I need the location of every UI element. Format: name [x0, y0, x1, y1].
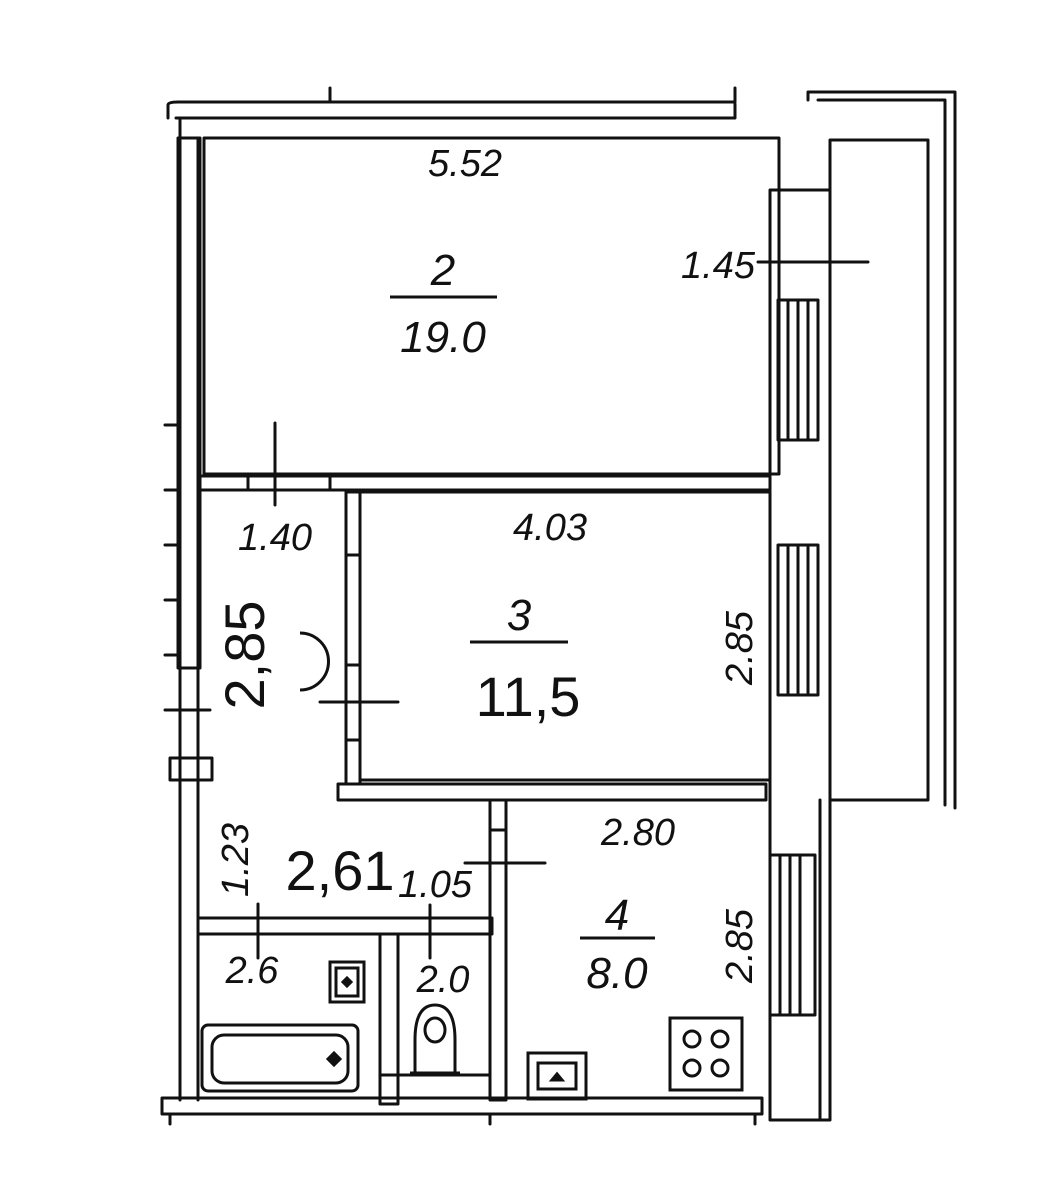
hall-bath-width-dim: 1.05	[398, 864, 473, 906]
room-3-width-dim: 4.03	[513, 507, 587, 549]
room-4-number: 4	[605, 891, 629, 940]
fixtures	[200, 631, 744, 1101]
toilet-icon	[413, 1003, 457, 1073]
outer-wall-top	[166, 86, 737, 120]
balcony-width-dim: 1.45	[681, 245, 756, 287]
room-3-area: 11,5	[476, 665, 581, 728]
hall-depth-dim: 1.23	[215, 823, 257, 897]
kitchen-depth-dim: 2.85	[719, 908, 761, 984]
room-4-area: 8.0	[586, 949, 648, 998]
balcony-outline	[828, 138, 930, 802]
bath-sink-icon	[328, 960, 366, 1004]
outer-wall-bottom	[160, 1096, 764, 1116]
room-3-depth-dim: 2.85	[719, 610, 761, 686]
meter-icon	[299, 631, 330, 692]
corridor-width-dim: 1.40	[238, 517, 312, 559]
corridor-area: 2,61	[286, 839, 395, 902]
room-3-number: 3	[507, 591, 532, 640]
room-2-number: 2	[430, 246, 455, 295]
bathtub-icon	[200, 1023, 360, 1093]
bath-area-dim: 2.6	[225, 950, 280, 992]
wall-lines	[160, 86, 957, 1126]
kitchen-width-dim: 2.80	[600, 812, 675, 854]
fraction-bars	[390, 295, 655, 940]
stove-icon	[668, 1016, 744, 1092]
room-2-width-dim: 5.52	[428, 143, 502, 185]
room-2-area: 19.0	[400, 313, 486, 362]
wc-area-dim: 2.0	[416, 959, 470, 1001]
corridor-length-dim: 2,85	[213, 601, 276, 710]
kitchen-sink-icon	[526, 1051, 588, 1101]
room-2-outline	[202, 136, 781, 476]
